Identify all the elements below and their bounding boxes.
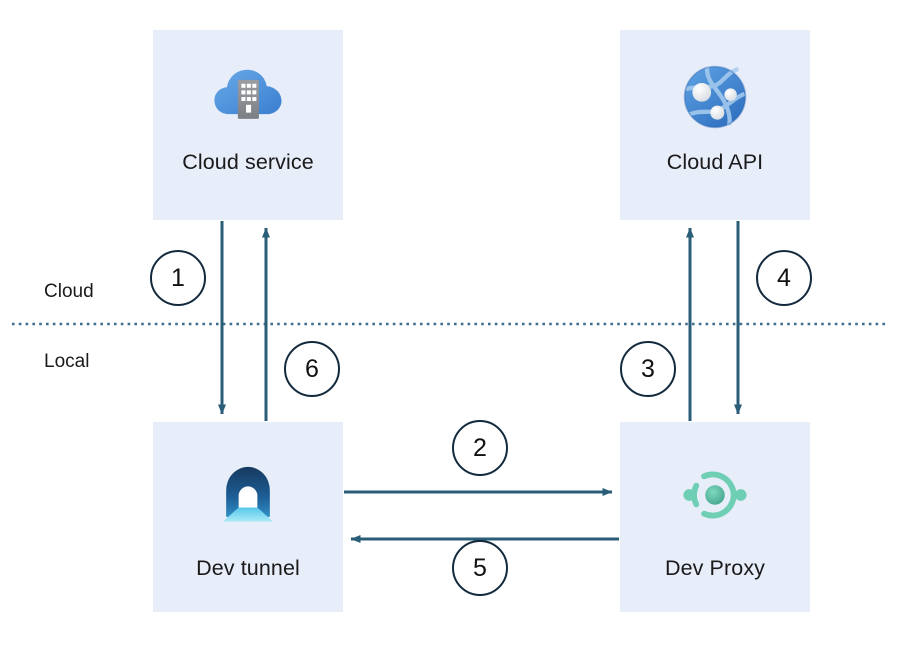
node-cloud-api[interactable]: Cloud API bbox=[620, 30, 810, 220]
node-label-dev-tunnel: Dev tunnel bbox=[196, 556, 300, 580]
step-badge-6[interactable]: 6 bbox=[284, 341, 340, 397]
step-badge-1[interactable]: 1 bbox=[150, 250, 206, 306]
globe-network-icon bbox=[683, 65, 747, 129]
zone-label-cloud: Cloud bbox=[44, 281, 94, 302]
step-badge-2[interactable]: 2 bbox=[452, 420, 508, 476]
zone-label-local: Local bbox=[44, 351, 90, 372]
node-cloud-service[interactable]: Cloud service bbox=[153, 30, 343, 220]
node-label-dev-proxy: Dev Proxy bbox=[664, 556, 766, 580]
cloud-building-icon bbox=[214, 69, 282, 119]
tunnel-icon bbox=[223, 466, 273, 522]
node-label-cloud-api: Cloud API bbox=[666, 150, 764, 174]
node-dev-proxy[interactable]: Dev Proxy bbox=[620, 422, 810, 612]
dev-proxy-target-icon bbox=[683, 471, 747, 519]
step-badge-3[interactable]: 3 bbox=[620, 341, 676, 397]
step-badge-4[interactable]: 4 bbox=[756, 250, 812, 306]
step-badge-5[interactable]: 5 bbox=[452, 540, 508, 596]
node-label-cloud-service: Cloud service bbox=[182, 150, 314, 174]
node-dev-tunnel[interactable]: Dev tunnel bbox=[153, 422, 343, 612]
